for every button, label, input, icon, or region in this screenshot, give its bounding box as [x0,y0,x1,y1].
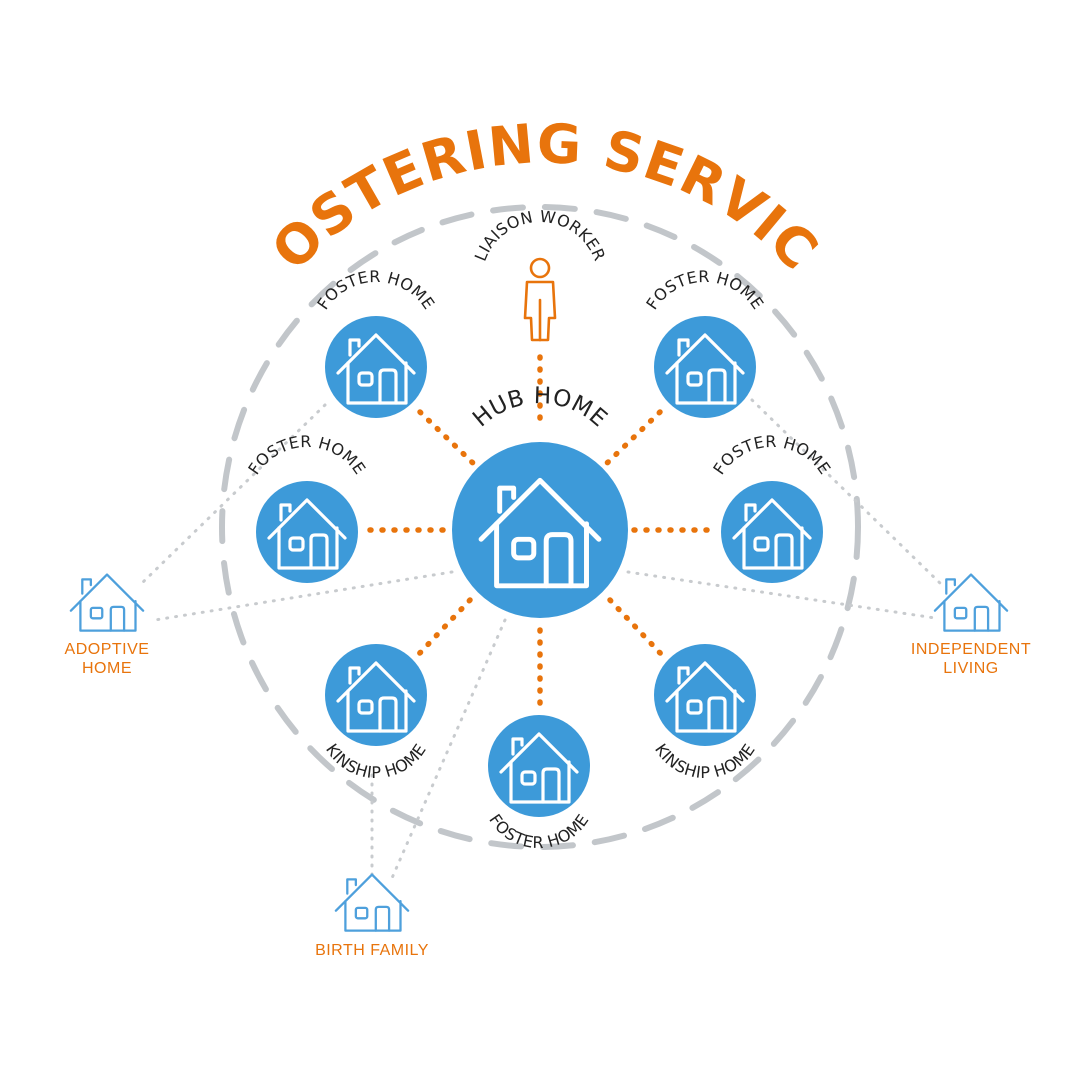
hub-home-node[interactable] [452,442,628,618]
connector-foster-top-right [602,409,663,468]
adoptive-label-line2: HOME [82,660,132,677]
diagram-title: FOSTERING SERVICE [0,0,831,282]
node-adoptive-home[interactable]: ADOPTIVE HOME [65,573,150,677]
connector-independent-hub [626,570,937,620]
label-kinship-bottom-left: KINSHIP HOME [322,740,430,782]
house-outline-icon [334,873,410,932]
connector-kinship-right [607,597,665,658]
connector-adoptive-top [138,403,327,587]
node-kinship-bottom-right[interactable] [654,644,756,746]
liaison-label: LIAISON WORKER [471,207,610,264]
connector-birth-hub [390,618,507,880]
hub-home-label: HUB HOME [468,383,612,432]
node-foster-top-left[interactable] [325,316,427,418]
birth-family-label: BIRTH FAMILY [315,942,429,959]
label-foster-top-left: FOSTER HOME [313,267,438,313]
node-birth-family[interactable]: BIRTH FAMILY [315,873,429,959]
connector-foster-top-left [417,409,478,468]
independent-label-line1: INDEPENDENT [911,641,1031,658]
person-icon [523,257,557,342]
connector-independent-top [750,398,944,587]
label-foster-mid-right: FOSTER HOME [709,432,834,478]
hub-connectors [367,354,715,711]
service-boundary [219,204,861,850]
outer-connectors [138,398,944,880]
node-foster-bottom[interactable] [488,715,590,817]
node-foster-top-right[interactable] [654,316,756,418]
house-outline-icon [933,573,1009,632]
label-foster-top-right: FOSTER HOME [642,267,767,313]
label-foster-mid-left: FOSTER HOME [244,432,369,478]
connector-adoptive-hub [153,570,454,622]
adoptive-label-line1: ADOPTIVE [65,641,150,658]
node-kinship-bottom-left[interactable] [325,644,427,746]
node-independent-living[interactable]: INDEPENDENT LIVING [911,573,1031,677]
node-foster-mid-right[interactable] [721,481,823,583]
node-foster-mid-left[interactable] [256,481,358,583]
house-outline-icon [69,573,145,632]
independent-label-line2: LIVING [943,660,998,677]
connector-kinship-left [415,597,473,658]
